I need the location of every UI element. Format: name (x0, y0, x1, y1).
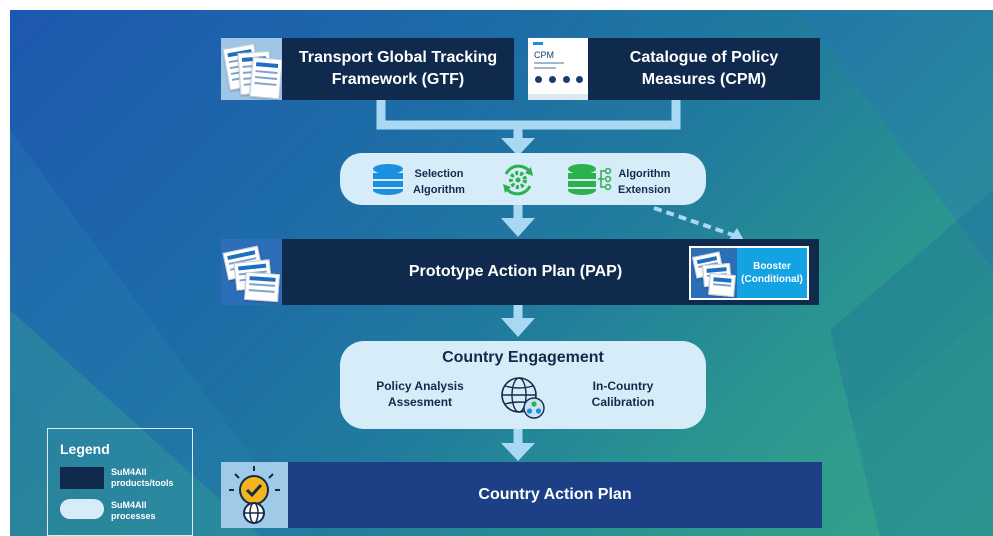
cap-label: Country Action Plan (478, 486, 632, 503)
legend-processes-label: SuM4All processes (111, 500, 156, 522)
dashed-connector-to-booster (653, 206, 737, 238)
cap-thumbnail (221, 462, 288, 528)
globe-people-icon (501, 377, 545, 419)
cpm-label-line1: Catalogue of Policy (629, 49, 779, 66)
policy-analysis-line1: Policy Analysis (376, 379, 464, 393)
legend-product-swatch (60, 467, 104, 489)
extension-database-icon (568, 164, 612, 195)
pap-label: Prototype Action Plan (PAP) (408, 263, 623, 280)
gtf-label-line1: Transport Global Tracking (298, 49, 498, 66)
gtf-thumbnail (221, 38, 282, 100)
calibration-line2: Calibration (591, 395, 655, 409)
legend-title: Legend (60, 441, 110, 457)
gtf-label-line2: Framework (GTF) (331, 71, 465, 88)
arrow-to-cap (501, 443, 535, 461)
legend-process-swatch (60, 499, 104, 519)
calibration-line1: In-Country (592, 379, 654, 393)
legend-processes-line1: SuM4All (111, 500, 147, 510)
extension-line2: Extension (618, 184, 671, 196)
cap-box: Country Action Plan (288, 462, 822, 528)
booster-line2: (Conditional) (741, 274, 803, 285)
selection-line1: Selection (414, 168, 464, 180)
lightbulb-check-icon (229, 466, 280, 524)
selection-line2: Algorithm (413, 184, 465, 196)
booster-box: Booster (Conditional) (737, 248, 807, 298)
legend-products-line1: SuM4All (111, 467, 147, 477)
in-country-calibration-label: In-Country Calibration (563, 378, 683, 410)
merge-connector (376, 100, 681, 130)
cpm-thumbnail: CPM (528, 38, 588, 100)
cpm-thumb-label: CPM (534, 50, 554, 60)
legend-processes-line2: processes (111, 511, 156, 521)
country-engagement-process (340, 341, 706, 429)
selection-algorithm-label: Selection Algorithm (413, 166, 465, 198)
cycle-gear-icon (503, 164, 533, 196)
booster-line1: Booster (753, 261, 791, 272)
booster-thumbnail (691, 248, 737, 298)
arrow-to-engagement (501, 318, 535, 337)
legend-products-line2: products/tools (111, 478, 174, 488)
arrow-to-algorithms (501, 138, 535, 156)
policy-analysis-label: Policy Analysis Assesment (360, 378, 480, 410)
policy-analysis-line2: Assesment (387, 395, 453, 409)
arrow-to-pap (501, 218, 535, 237)
algorithm-extension-label: Algorithm Extension (618, 166, 671, 198)
legend-products-label: SuM4All products/tools (111, 467, 174, 489)
extension-line1: Algorithm (618, 168, 671, 180)
selection-database-icon (373, 164, 403, 195)
country-engagement-title: Country Engagement (442, 349, 604, 366)
booster-panel: Booster (Conditional) (689, 246, 809, 300)
cpm-label-line2: Measures (CPM) (641, 71, 767, 88)
pap-thumbnail (221, 239, 282, 305)
legend: Legend SuM4All products/tools SuM4All pr… (47, 428, 193, 536)
